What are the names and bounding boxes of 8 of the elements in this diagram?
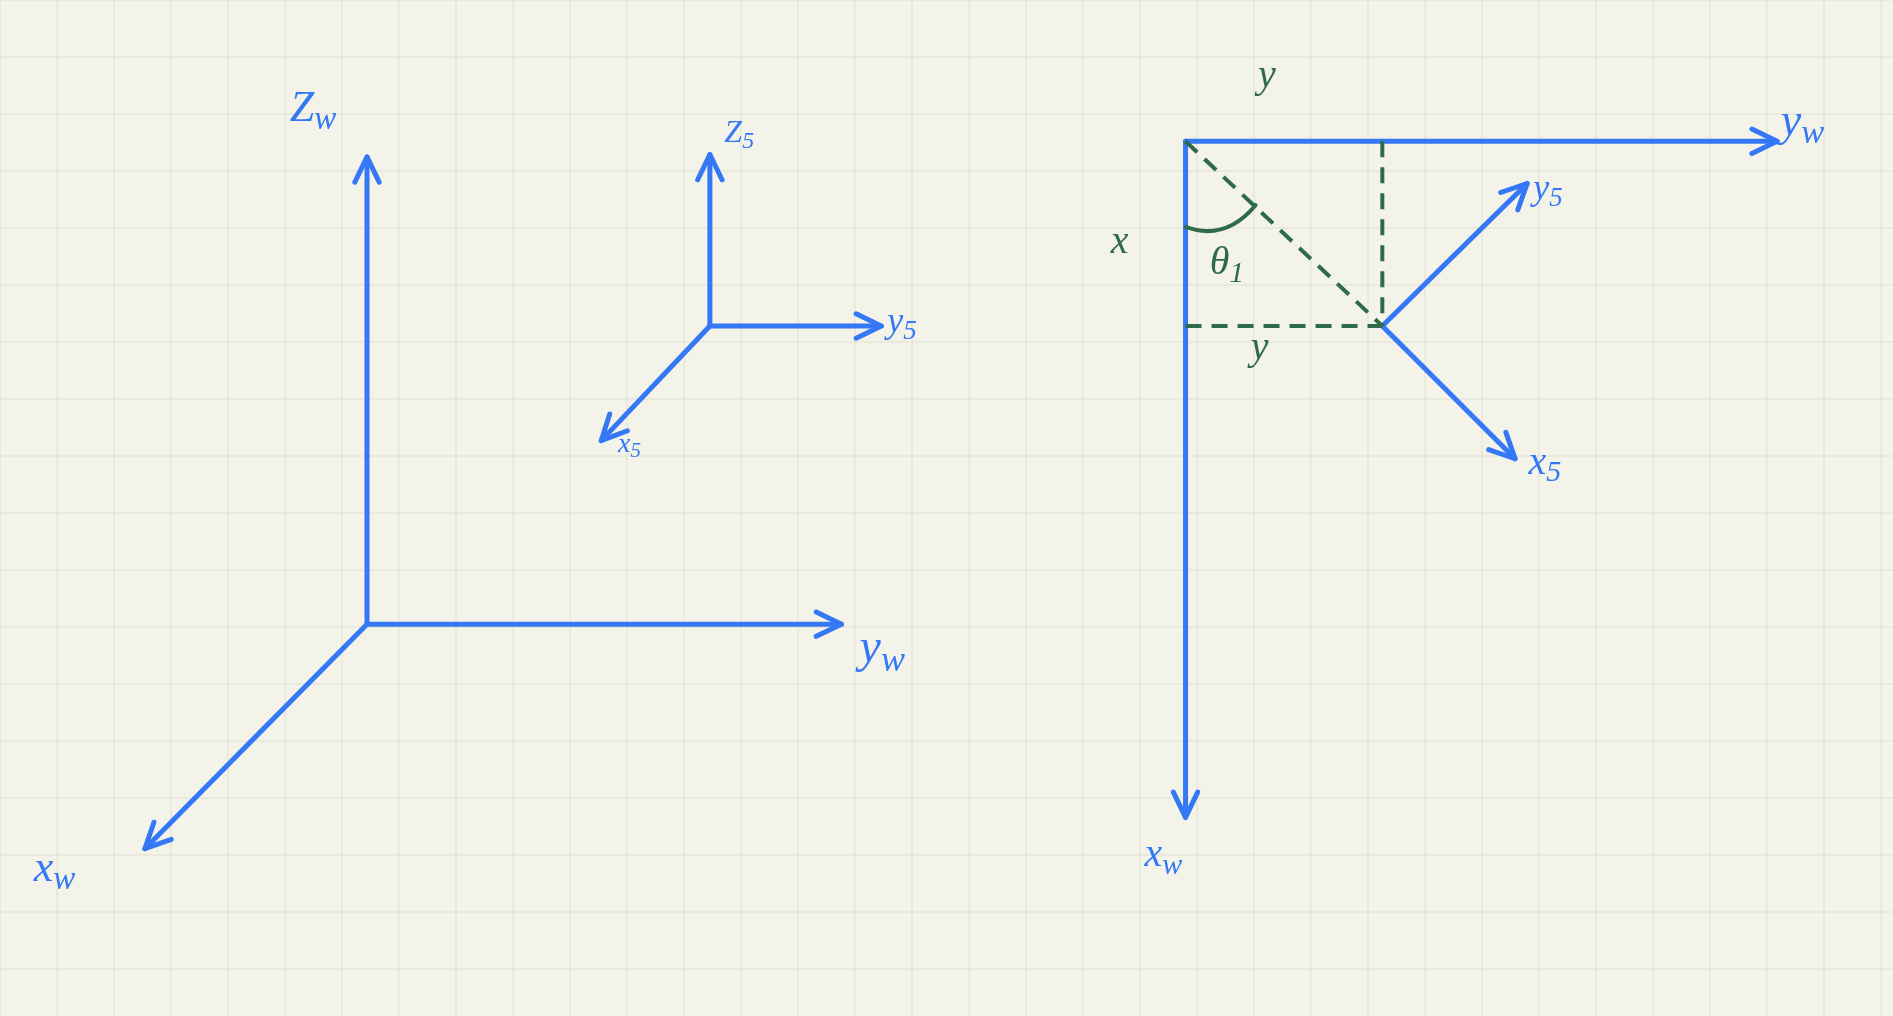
- axis-label: x$_{5}$: [618, 428, 642, 457]
- axis-label: x: [1110, 219, 1129, 260]
- axis-label: θ$_{1}$: [1209, 241, 1245, 282]
- axis-label: x$_{5}$: [1528, 440, 1562, 481]
- axis-label: Z$_{5}$: [724, 114, 755, 147]
- axis-label: Z$_{w}$: [289, 84, 337, 129]
- axis-label: x$_{w}$: [33, 845, 76, 890]
- axis-label: x$_{w}$: [1144, 833, 1183, 873]
